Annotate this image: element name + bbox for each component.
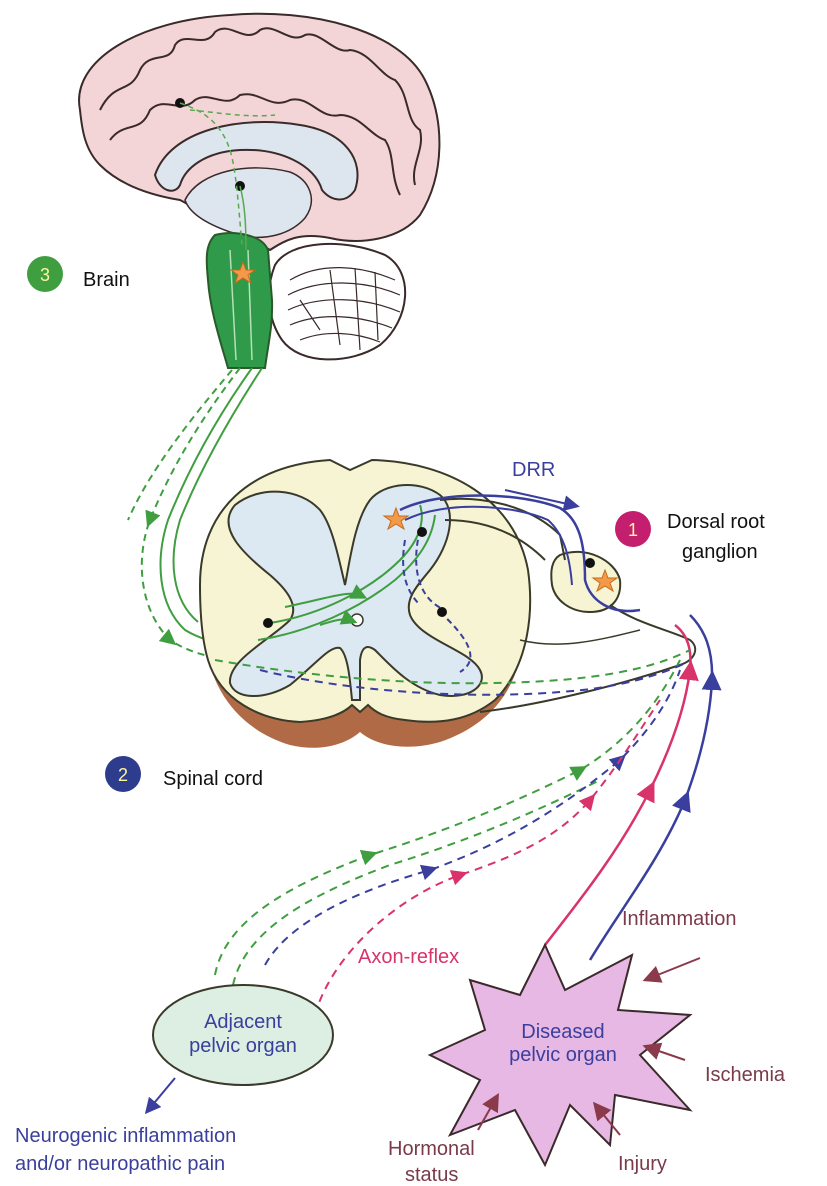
brainstem [205,232,274,369]
hormonal-label-line1: Hormonal [388,1138,475,1160]
brain-illustration [78,12,441,369]
central-canal [350,613,364,627]
hormonal-label-line2: status [405,1164,458,1186]
cerebellum [268,242,406,361]
star-marker-drg [591,568,619,593]
brain-label-group: 3 Brain [27,256,130,292]
badge-brain [27,256,63,292]
drr-group: DRR [504,459,580,512]
adjacent-organ-shape [152,984,334,1086]
corpus-callosum [153,121,359,201]
badge-drg-number: 1 [628,520,638,540]
badge-brain-number: 3 [40,265,50,285]
badge-spinal-number: 2 [118,765,128,785]
outcome-line2: and/or neuropathic pain [15,1153,225,1175]
adjacent-organ-line2: pelvic organ [189,1035,297,1057]
spinal-label: Spinal cord [163,768,263,790]
peripheral-pathways [214,614,722,1016]
arrow-to-outcome [144,1077,176,1115]
adjacent-organ-line1: Adjacent [204,1011,282,1033]
outcome-line1: Neurogenic inflammation [15,1125,236,1147]
star-marker-brain [229,260,257,285]
diseased-organ-line2: pelvic organ [509,1044,617,1066]
brain-label: Brain [83,269,130,291]
star-marker-cord [382,506,410,531]
causal-factors: Inflammation Ischemia Injury Hormonal st… [388,908,786,1186]
inflammation-label: Inflammation [622,908,737,930]
drr-label: DRR [512,459,555,481]
neuron-dot-drg [585,558,595,568]
diseased-organ-line1: Diseased [521,1021,604,1043]
drg-label-line2: ganglion [682,541,758,563]
neuron-dot [437,607,447,617]
badge-drg [615,511,651,547]
neuron-dot [263,618,273,628]
drg-label-line1: Dorsal root [667,511,765,533]
axon-reflex-label: Axon-reflex [358,946,459,968]
badge-spinal [105,756,141,792]
spinal-cord-section [198,458,697,748]
cord-pathways [257,494,641,673]
neuron-dot [417,527,427,537]
drg-label-group: 1 Dorsal root ganglion [615,511,765,563]
ischemia-label: Ischemia [705,1064,786,1086]
spinal-label-group: 2 Spinal cord [105,756,263,792]
injury-label: Injury [618,1153,667,1175]
